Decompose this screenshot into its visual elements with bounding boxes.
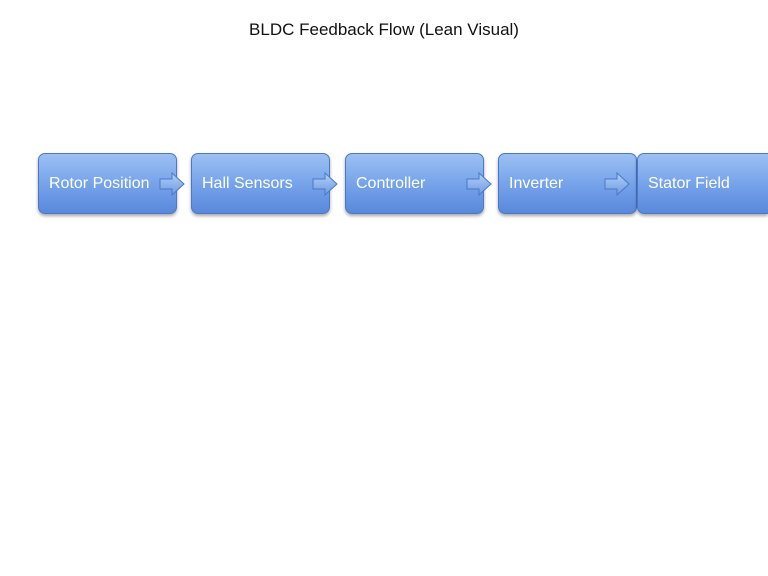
flow-node-rotor-position: Rotor Position	[38, 153, 177, 214]
right-arrow-icon	[312, 172, 338, 196]
flow-node-stator-field: Stator Field	[637, 153, 768, 214]
flow-node-hall-sensors: Hall Sensors	[191, 153, 330, 214]
flow-node-label: Inverter	[509, 174, 564, 192]
right-arrow-icon	[466, 172, 492, 196]
diagram-title: BLDC Feedback Flow (Lean Visual)	[249, 20, 519, 39]
flow-node-label: Controller	[356, 174, 426, 192]
flow-node-label: Rotor Position	[49, 174, 150, 192]
right-arrow-icon	[604, 172, 630, 196]
flow-node-label: Stator Field	[648, 174, 730, 192]
flow-node-label: Hall Sensors	[202, 174, 293, 192]
right-arrow-icon	[159, 172, 185, 196]
flow-node-controller: Controller	[345, 153, 484, 214]
